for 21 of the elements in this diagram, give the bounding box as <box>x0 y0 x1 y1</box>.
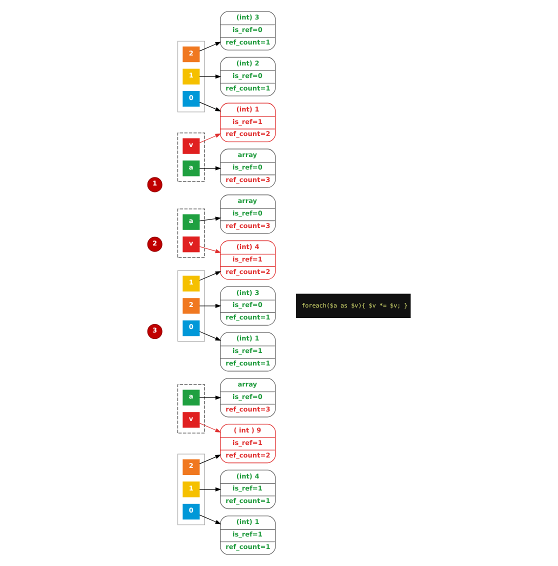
arrow <box>199 304 222 308</box>
arrow <box>199 216 222 222</box>
arrow <box>199 487 222 492</box>
arrow <box>199 422 222 432</box>
cluster <box>177 270 205 342</box>
arrow <box>199 166 222 170</box>
arrow <box>199 396 222 400</box>
cluster <box>177 454 205 526</box>
arrow <box>199 134 222 144</box>
arrow <box>199 246 222 254</box>
arrow <box>199 514 222 524</box>
arrow <box>199 42 222 52</box>
arrow <box>199 454 222 464</box>
cluster <box>177 132 205 182</box>
arrow <box>199 271 222 281</box>
cluster <box>177 208 205 258</box>
arrow <box>199 102 222 112</box>
arrow <box>199 74 222 79</box>
arrow <box>199 331 222 341</box>
cluster <box>177 40 205 112</box>
cluster <box>177 384 205 434</box>
